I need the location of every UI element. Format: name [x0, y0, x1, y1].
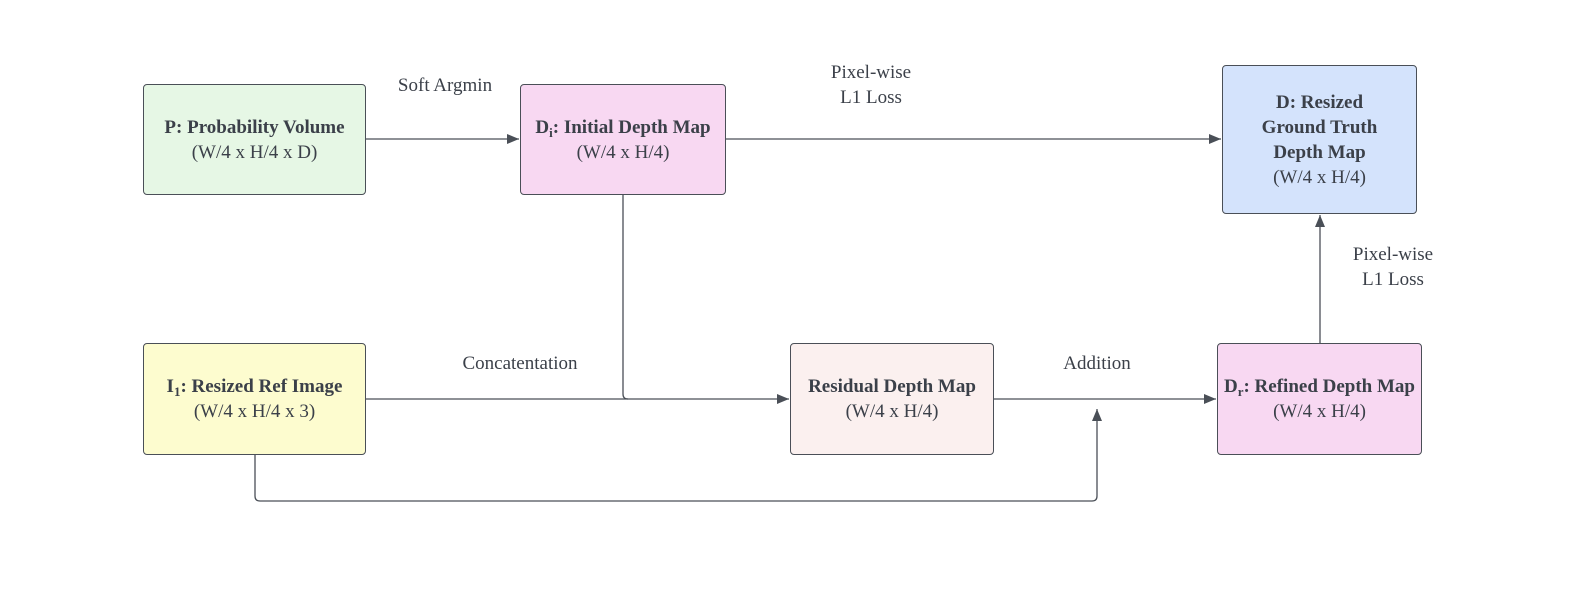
probability-volume-dims: (W/4 x H/4 x D) — [191, 141, 318, 163]
ground-truth-dims: (W/4 x H/4) — [1273, 166, 1366, 188]
ref-image-title: I1: Resized Ref Image — [167, 374, 343, 399]
refined-depth-title-sub: r — [1237, 384, 1244, 399]
residual-depth-title: Residual Depth Map — [808, 376, 976, 397]
initial-depth-title: Di: Initial Depth Map — [535, 115, 710, 140]
pixel-loss-top-line2: L1 Loss — [840, 87, 902, 108]
residual-depth-node: Residual Depth Map (W/4 x H/4) — [790, 343, 994, 455]
pixel-loss-right-line1: Pixel-wise — [1352, 244, 1434, 265]
ref-image-title-sub: 1 — [173, 384, 181, 399]
ground-truth-node: D: Resized Ground Truth Depth Map (W/4 x… — [1222, 65, 1417, 214]
initial-depth-dims: (W/4 x H/4) — [576, 141, 670, 163]
soft-argmin-label: Soft Argmin — [397, 75, 493, 96]
initial-depth-title-main: D — [535, 116, 550, 138]
ref-image-dims: (W/4 x H/4 x 3) — [193, 401, 316, 422]
ref-image-title-rest: : Resized Ref Image — [180, 376, 343, 397]
residual-depth-dims: (W/4 x H/4) — [845, 401, 939, 422]
edge-refimage-to-addition — [254, 409, 1102, 502]
probability-volume-node: P: Probability Volume (W/4 x H/4 x D) — [143, 84, 366, 195]
ref-image-node: I1: Resized Ref Image (W/4 x H/4 x 3) — [143, 343, 366, 455]
pixel-loss-top-label: Pixel-wise L1 Loss — [831, 60, 911, 110]
initial-depth-title-sub: i — [549, 124, 553, 140]
ref-image-title-main: I — [166, 376, 174, 397]
initial-depth-title-rest: : Initial Depth Map — [552, 116, 711, 138]
addition-label: Addition — [1063, 353, 1131, 374]
probability-volume-title: P: Probability Volume — [164, 116, 345, 138]
concatenation-label: Concatentation — [462, 353, 578, 374]
ground-truth-title: D: Resized Ground Truth Depth Map — [1261, 91, 1378, 163]
pixel-loss-right-label: Pixel-wise L1 Loss — [1353, 242, 1433, 292]
refined-depth-dims: (W/4 x H/4) — [1273, 401, 1366, 422]
refined-depth-title-rest: : Refined Depth Map — [1243, 376, 1416, 397]
edge-initial-to-residual — [622, 195, 789, 404]
pixel-loss-right-line2: L1 Loss — [1362, 269, 1424, 290]
initial-depth-node: Di: Initial Depth Map (W/4 x H/4) — [520, 84, 726, 195]
refined-depth-title-main: D — [1223, 376, 1238, 397]
refined-depth-title: Dr: Refined Depth Map — [1224, 374, 1415, 399]
refined-depth-node: Dr: Refined Depth Map (W/4 x H/4) — [1217, 343, 1422, 455]
pixel-loss-top-line1: Pixel-wise — [830, 62, 912, 83]
